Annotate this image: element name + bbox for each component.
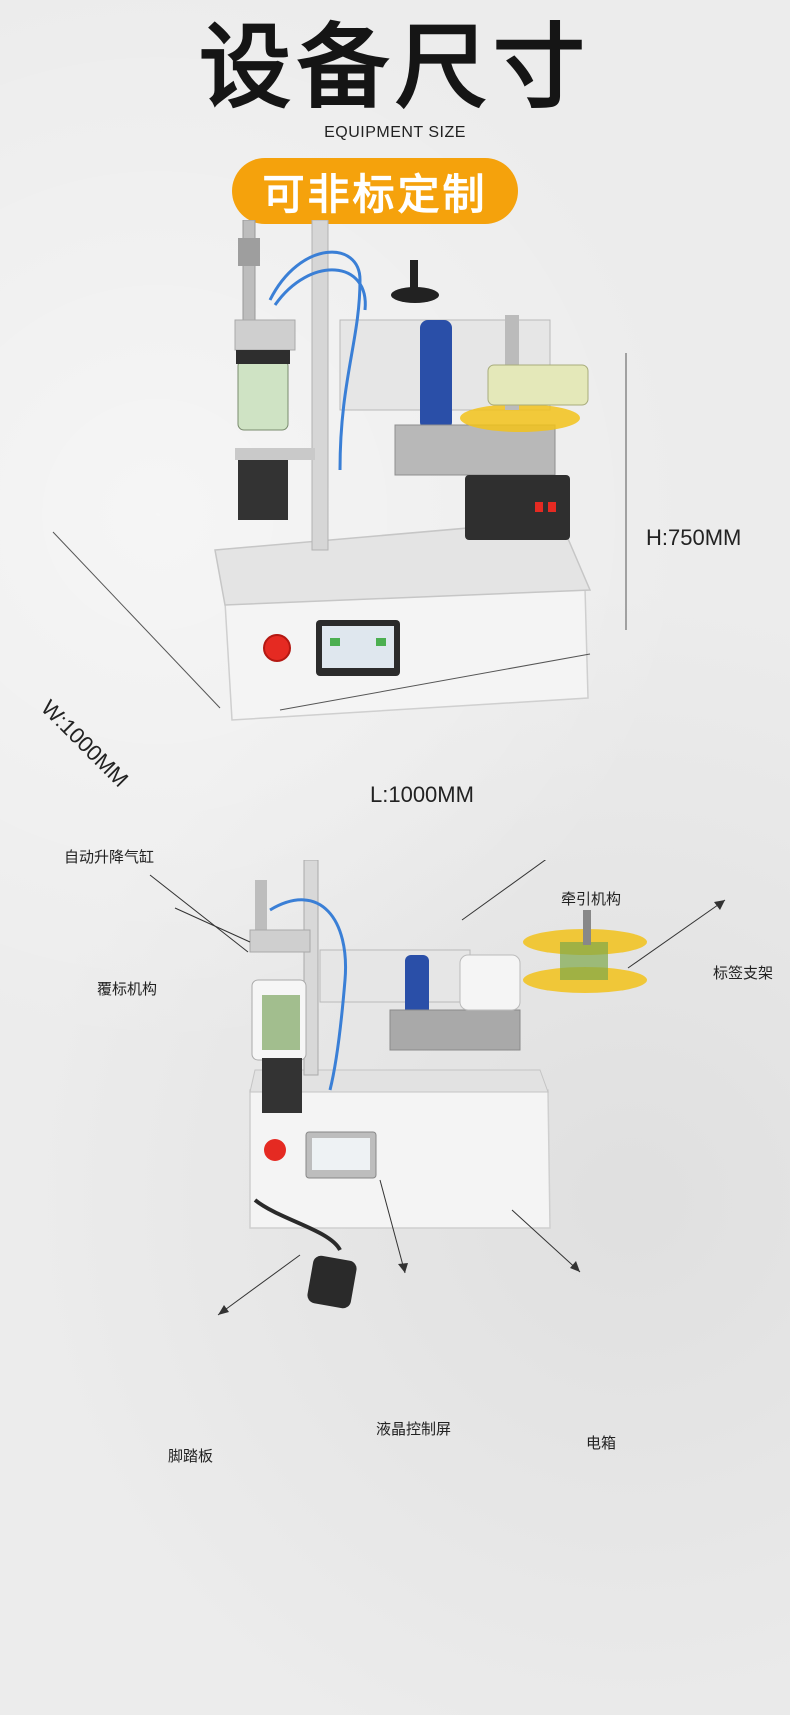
callout-traction-mechanism: 牵引机构 <box>561 890 622 908</box>
callout-lcd-screen: 液晶控制屏 <box>376 1420 452 1438</box>
length-line <box>279 653 591 711</box>
label-disc <box>460 404 580 432</box>
bottle <box>237 359 289 431</box>
machine-illustration-top <box>52 220 627 721</box>
page-subtitle: EQUIPMENT SIZE <box>324 124 466 141</box>
height-label: H:750MM <box>646 525 742 550</box>
length-label: L:1000MM <box>370 782 474 807</box>
cabinet-top <box>214 519 592 606</box>
callout-lift-cylinder: 自动升降气缸 <box>64 848 155 866</box>
callout-electric-box: 电箱 <box>586 1434 617 1452</box>
label-roller <box>420 320 452 430</box>
stop-button-2 <box>264 1139 286 1161</box>
machine-illustration-bottom <box>149 860 726 1316</box>
page-title: 设备尺寸 <box>198 14 591 121</box>
control-box <box>465 475 570 540</box>
callout-foot-pedal: 脚踏板 <box>168 1447 214 1465</box>
callout-label-bracket: 标签支架 <box>713 964 774 982</box>
callout-labeling-mechanism: 覆标机构 <box>97 980 158 998</box>
custom-badge: 可非标定制 <box>232 158 518 224</box>
vertical-column <box>311 220 329 551</box>
width-line <box>52 531 221 709</box>
stop-button <box>264 635 290 661</box>
foot-pedal <box>307 1255 357 1309</box>
motor <box>238 460 288 520</box>
air-hose <box>268 250 362 471</box>
